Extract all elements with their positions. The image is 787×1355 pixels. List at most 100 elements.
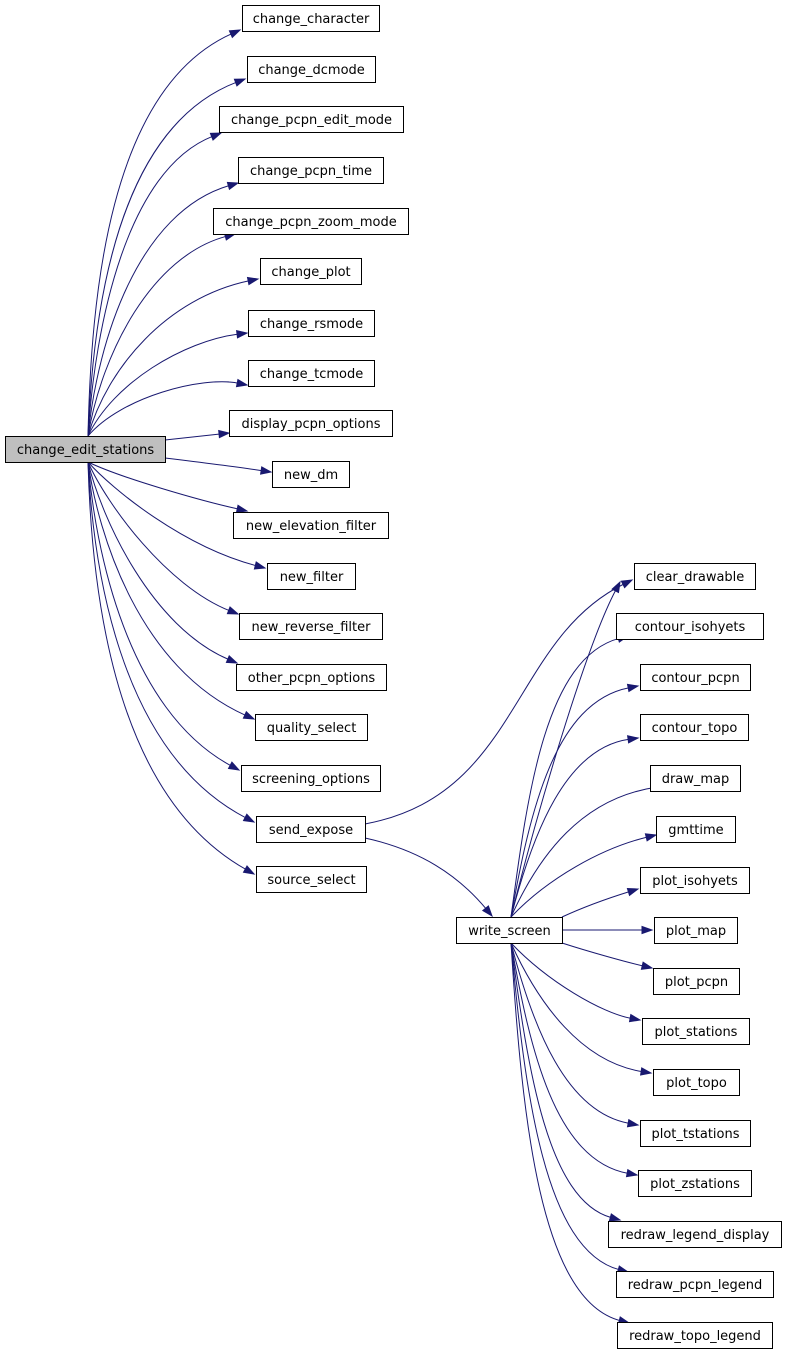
- node-source_select[interactable]: source_select: [256, 866, 367, 893]
- node-box[interactable]: [260, 258, 362, 285]
- node-box[interactable]: [248, 360, 375, 387]
- node-change_plot[interactable]: change_plot: [260, 258, 362, 285]
- edge-line: [510, 942, 632, 1019]
- node-plot_zstations[interactable]: plot_zstations: [638, 1170, 752, 1197]
- edge-write_screen-to-contour_topo: [510, 735, 640, 918]
- edge-line: [510, 942, 630, 1124]
- node-box[interactable]: [640, 714, 749, 741]
- node-box[interactable]: [256, 866, 367, 893]
- edge-change_edit_stations-to-screening_options: [87, 461, 241, 771]
- node-redraw_topo_legend[interactable]: redraw_topo_legend: [617, 1322, 773, 1349]
- arrowhead-icon: [626, 887, 640, 897]
- edge-change_edit_stations-to-other_pcpn_options: [87, 461, 239, 664]
- edge-write_screen-to-redraw_legend_display: [510, 942, 622, 1222]
- node-change_character[interactable]: change_character: [242, 5, 380, 32]
- node-write_screen[interactable]: write_screen: [456, 917, 563, 944]
- node-plot_stations[interactable]: plot_stations: [642, 1018, 750, 1045]
- node-new_dm[interactable]: new_dm: [272, 461, 350, 488]
- edge-change_edit_stations-to-quality_select: [87, 461, 256, 720]
- node-new_filter[interactable]: new_filter: [267, 563, 356, 590]
- node-box[interactable]: [242, 5, 380, 32]
- node-change_pcpn_zoom_mode[interactable]: change_pcpn_zoom_mode: [213, 208, 409, 235]
- node-box[interactable]: [238, 157, 384, 184]
- node-draw_map[interactable]: draw_map: [650, 765, 741, 792]
- node-box[interactable]: [256, 816, 366, 843]
- node-label: display_pcpn_options: [242, 417, 381, 432]
- node-box[interactable]: [229, 410, 393, 437]
- node-contour_isohyets[interactable]: contour_isohyets: [616, 613, 764, 640]
- node-change_rsmode[interactable]: change_rsmode: [248, 310, 375, 337]
- node-send_expose[interactable]: send_expose: [256, 816, 366, 843]
- node-box[interactable]: [634, 563, 756, 590]
- node-plot_topo[interactable]: plot_topo: [653, 1069, 740, 1096]
- edge-change_edit_stations-to-change_pcpn_edit_mode: [87, 132, 223, 437]
- node-box[interactable]: [241, 765, 381, 792]
- node-new_elevation_filter[interactable]: new_elevation_filter: [233, 512, 389, 539]
- edge-line: [87, 333, 239, 437]
- node-box[interactable]: [617, 1322, 773, 1349]
- node-change_pcpn_time[interactable]: change_pcpn_time: [238, 157, 384, 184]
- edge-write_screen-to-clear_drawable: [510, 580, 621, 918]
- node-plot_map[interactable]: plot_map: [654, 917, 738, 944]
- node-plot_pcpn[interactable]: plot_pcpn: [653, 968, 740, 995]
- edge-change_edit_stations-to-change_plot: [87, 276, 260, 437]
- node-box[interactable]: [640, 664, 751, 691]
- node-clear_drawable[interactable]: clear_drawable: [634, 563, 756, 590]
- edge-line: [87, 280, 250, 437]
- node-plot_isohyets[interactable]: plot_isohyets: [640, 867, 750, 894]
- node-box[interactable]: [219, 106, 404, 133]
- edge-line: [87, 461, 229, 660]
- node-box[interactable]: [638, 1170, 752, 1197]
- node-box[interactable]: [233, 512, 389, 539]
- node-box[interactable]: [654, 917, 738, 944]
- node-box[interactable]: [650, 765, 741, 792]
- node-box[interactable]: [616, 613, 764, 640]
- node-contour_topo[interactable]: contour_topo: [640, 714, 749, 741]
- node-box[interactable]: [608, 1221, 782, 1248]
- node-other_pcpn_options[interactable]: other_pcpn_options: [236, 664, 387, 691]
- node-box[interactable]: [640, 867, 750, 894]
- node-box[interactable]: [267, 563, 356, 590]
- node-box[interactable]: [247, 56, 376, 83]
- node-box[interactable]: [656, 816, 736, 843]
- node-box[interactable]: [5, 436, 166, 463]
- edge-send_expose-to-write_screen: [364, 837, 493, 918]
- node-change_dcmode[interactable]: change_dcmode: [247, 56, 376, 83]
- node-label: contour_pcpn: [651, 671, 739, 686]
- edge-line: [87, 461, 247, 819]
- node-box[interactable]: [272, 461, 350, 488]
- node-screening_options[interactable]: screening_options: [241, 765, 381, 792]
- node-label: change_pcpn_zoom_mode: [225, 215, 397, 230]
- node-label: plot_map: [666, 924, 726, 939]
- node-display_pcpn_options[interactable]: display_pcpn_options: [229, 410, 393, 437]
- node-box[interactable]: [255, 714, 368, 741]
- node-box[interactable]: [236, 664, 387, 691]
- node-box[interactable]: [456, 917, 563, 944]
- node-new_reverse_filter[interactable]: new_reverse_filter: [239, 613, 383, 640]
- node-change_tcmode[interactable]: change_tcmode: [248, 360, 375, 387]
- node-contour_pcpn[interactable]: contour_pcpn: [640, 664, 751, 691]
- arrowhead-icon: [481, 905, 493, 918]
- node-change_edit_stations[interactable]: change_edit_stations: [5, 436, 166, 463]
- node-box[interactable]: [642, 1018, 750, 1045]
- arrowhead-icon: [639, 1067, 653, 1076]
- node-plot_tstations[interactable]: plot_tstations: [640, 1120, 751, 1147]
- node-box[interactable]: [239, 613, 383, 640]
- arrowhead-icon: [218, 429, 231, 439]
- node-quality_select[interactable]: quality_select: [255, 714, 368, 741]
- node-box[interactable]: [653, 968, 740, 995]
- node-gmttime[interactable]: gmttime: [656, 816, 736, 843]
- edge-line: [364, 837, 487, 910]
- node-box[interactable]: [213, 208, 409, 235]
- node-box[interactable]: [248, 310, 375, 337]
- node-box[interactable]: [640, 1120, 751, 1147]
- edge-line: [87, 235, 227, 437]
- node-change_pcpn_edit_mode[interactable]: change_pcpn_edit_mode: [219, 106, 404, 133]
- node-box[interactable]: [616, 1271, 774, 1298]
- edge-line: [510, 589, 617, 918]
- node-label: other_pcpn_options: [248, 671, 376, 686]
- node-redraw_legend_display[interactable]: redraw_legend_display: [608, 1221, 782, 1248]
- node-redraw_pcpn_legend[interactable]: redraw_pcpn_legend: [616, 1271, 774, 1298]
- node-box[interactable]: [653, 1069, 740, 1096]
- edge-change_edit_stations-to-change_pcpn_time: [87, 181, 240, 437]
